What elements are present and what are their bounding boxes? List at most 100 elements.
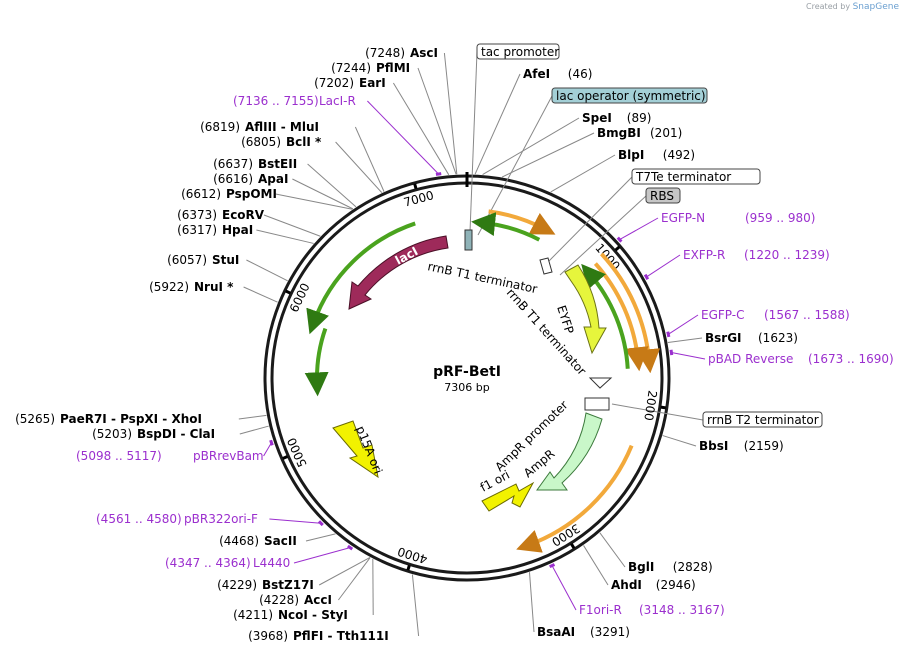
rrnb-t1-terminator-label-1: rrnB T1 terminator bbox=[426, 259, 538, 296]
restriction-site-bsrgi[interactable]: BsrGI(1623) bbox=[705, 331, 798, 345]
site-name: NcoI - StyI bbox=[278, 608, 348, 622]
primer-range: (1220 .. 1239) bbox=[744, 248, 830, 262]
tick-mark bbox=[570, 543, 576, 549]
restriction-site-bgli[interactable]: BglI(2828) bbox=[628, 560, 713, 574]
site-leader bbox=[392, 82, 450, 176]
restriction-site-bsteii[interactable]: (6637) BstEII bbox=[213, 157, 297, 171]
promoter-glyph[interactable] bbox=[588, 377, 613, 389]
site-name: BstEII bbox=[258, 157, 297, 171]
restriction-site-bspdi-clai[interactable]: (5203)BspDI - ClaI bbox=[92, 427, 215, 441]
restriction-site-stui[interactable]: (6057)StuI bbox=[167, 253, 239, 267]
eyfp-feature-arrow[interactable] bbox=[564, 264, 607, 355]
site-position: (7244) bbox=[331, 61, 371, 75]
restriction-site-bstz17i[interactable]: (4229)BstZ17I bbox=[217, 578, 314, 592]
tick-mark bbox=[406, 564, 411, 571]
restriction-site-apai[interactable]: (6616)ApaI bbox=[213, 172, 288, 186]
orf-arc[interactable] bbox=[593, 262, 649, 372]
feature-box-lac-operator-symmetric[interactable]: lac operator (symmetric) bbox=[551, 87, 708, 104]
restriction-site-nrui[interactable]: (5922)NruI * bbox=[149, 280, 234, 294]
restriction-site-blpi[interactable]: BlpI(492) bbox=[618, 148, 695, 162]
feature-leader bbox=[469, 51, 478, 233]
feature-box-tac-promoter[interactable]: tac promoter bbox=[476, 43, 560, 60]
restriction-site-eari[interactable]: (7202)EarI bbox=[314, 76, 386, 90]
restriction-site-spei[interactable]: SpeI(89) bbox=[582, 111, 651, 125]
primer-egfp-c[interactable]: EGFP-C(1567 .. 1588) bbox=[701, 308, 850, 322]
feature-box-rrnb-t2-terminator[interactable]: rrnB T2 terminator bbox=[702, 411, 823, 428]
site-position: (6637) bbox=[213, 157, 253, 171]
restriction-site-bbsi[interactable]: BbsI(2159) bbox=[699, 439, 784, 453]
feature-box-rbs[interactable]: RBS bbox=[645, 187, 681, 204]
orf-arc[interactable] bbox=[581, 263, 630, 369]
restriction-site-afliii-mlui[interactable]: (6819)AflIII - MluI bbox=[200, 120, 319, 134]
site-leader bbox=[256, 229, 314, 244]
primer-name: EGFP-N bbox=[661, 211, 705, 225]
tick-mark bbox=[282, 455, 289, 460]
primer-pbad-reverse[interactable]: pBAD Reverse(1673 .. 1690) bbox=[708, 352, 894, 366]
site-name: BsrGI bbox=[705, 331, 742, 345]
rrnb-t2-terminator-glyph[interactable] bbox=[584, 397, 610, 411]
site-position: (5203) bbox=[92, 427, 132, 441]
feature-box-bg bbox=[551, 87, 708, 104]
site-leader bbox=[443, 52, 458, 175]
plasmid-size: 7306 bp bbox=[444, 381, 489, 394]
laci-feature-arrow[interactable] bbox=[348, 235, 449, 310]
plasmid-name: pRF-BetI bbox=[433, 364, 501, 380]
site-leader bbox=[662, 435, 697, 447]
restriction-site-ahdi[interactable]: AhdI(2946) bbox=[611, 578, 696, 592]
leader-lines bbox=[238, 51, 706, 637]
site-name: EcoRV bbox=[222, 208, 265, 222]
restriction-site-afei[interactable]: AfeI(46) bbox=[523, 67, 592, 81]
restriction-site-hpai[interactable]: (6317)HpaI bbox=[177, 223, 253, 237]
site-position: (4228) bbox=[259, 593, 299, 607]
orf-arc[interactable] bbox=[304, 327, 329, 397]
ampr-feature-arrow[interactable] bbox=[536, 412, 603, 491]
site-position: (7248) bbox=[365, 46, 405, 60]
primer-egfp-n[interactable]: EGFP-N(959 .. 980) bbox=[661, 211, 815, 225]
restriction-site-acci[interactable]: (4228)AccI bbox=[259, 593, 332, 607]
terminator-glyph[interactable] bbox=[539, 257, 553, 275]
primer-leader bbox=[293, 547, 351, 564]
site-position: (7202) bbox=[314, 76, 354, 90]
primer-laci-r[interactable]: (7136 .. 7155)LacI-R bbox=[233, 94, 356, 108]
restriction-site-asci[interactable]: (7248) AscI bbox=[365, 46, 438, 60]
feature-box-label: RBS bbox=[650, 189, 674, 203]
restriction-site-bsaai[interactable]: BsaAI(3291) bbox=[537, 625, 630, 639]
primer-mark bbox=[317, 520, 324, 527]
tick-mark bbox=[413, 183, 418, 190]
site-name: NruI * bbox=[194, 280, 234, 294]
site-leader bbox=[243, 286, 278, 303]
restriction-site-pspomi[interactable]: (6612)PspOMI bbox=[181, 187, 277, 201]
restriction-site-ecorv[interactable]: (6373)EcoRV bbox=[177, 208, 265, 222]
site-position: (2946) bbox=[656, 578, 696, 592]
site-position: (3291) bbox=[590, 625, 630, 639]
orf-arc[interactable] bbox=[488, 209, 556, 235]
restriction-site-pflmi[interactable]: (7244)PflMI bbox=[331, 61, 410, 75]
orf-arc[interactable] bbox=[306, 221, 416, 335]
site-name: AscI bbox=[410, 46, 438, 60]
eyfp-feature-label: EYFP bbox=[554, 304, 576, 336]
primer-l4440[interactable]: (4347 .. 4364)L4440 bbox=[165, 556, 290, 570]
primer-pbrrevbam[interactable]: (5098 .. 5117)pBRrevBam bbox=[76, 449, 264, 463]
rrnb-t1-terminator-glyph[interactable] bbox=[464, 229, 473, 251]
restriction-site-bcli[interactable]: (6805)BclI * bbox=[241, 135, 322, 149]
tick-mark bbox=[614, 245, 621, 252]
f1-ori-feature-arrow[interactable] bbox=[481, 481, 535, 512]
site-name: PflFI - Tth111I bbox=[293, 629, 389, 643]
orf-arc[interactable] bbox=[471, 212, 541, 242]
orf-arc[interactable] bbox=[516, 444, 634, 553]
restriction-site-paer7i-pspxi-xhoi[interactable]: (5265)PaeR7I - PspXI - XhoI bbox=[15, 412, 202, 426]
restriction-site-sacii[interactable]: (4468)SacII bbox=[219, 534, 297, 548]
primer-f1ori-r[interactable]: F1ori-R(3148 .. 3167) bbox=[579, 603, 725, 617]
primer-pbr322ori-f[interactable]: (4561 .. 4580)pBR322ori-F bbox=[96, 512, 258, 526]
site-position: (6805) bbox=[241, 135, 281, 149]
p15a-ori-feature-arrow[interactable] bbox=[332, 420, 379, 479]
site-leader bbox=[474, 73, 521, 175]
feature-box-t7te-terminator[interactable]: T7Te terminator bbox=[631, 168, 761, 185]
site-leader bbox=[246, 259, 288, 282]
restriction-site-pflfi-tth111i[interactable]: (3968)PflFI - Tth111I bbox=[248, 629, 389, 643]
restriction-site-bmgbi[interactable]: BmgBI(201) bbox=[597, 126, 682, 140]
primer-exfp-r[interactable]: EXFP-R(1220 .. 1239) bbox=[683, 248, 830, 262]
primer-mark bbox=[435, 172, 442, 176]
restriction-site-ncoi-styi[interactable]: (4211)NcoI - StyI bbox=[233, 608, 348, 622]
rrnb-t1-terminator-label-2: rrnB T1 terminator bbox=[504, 286, 589, 378]
